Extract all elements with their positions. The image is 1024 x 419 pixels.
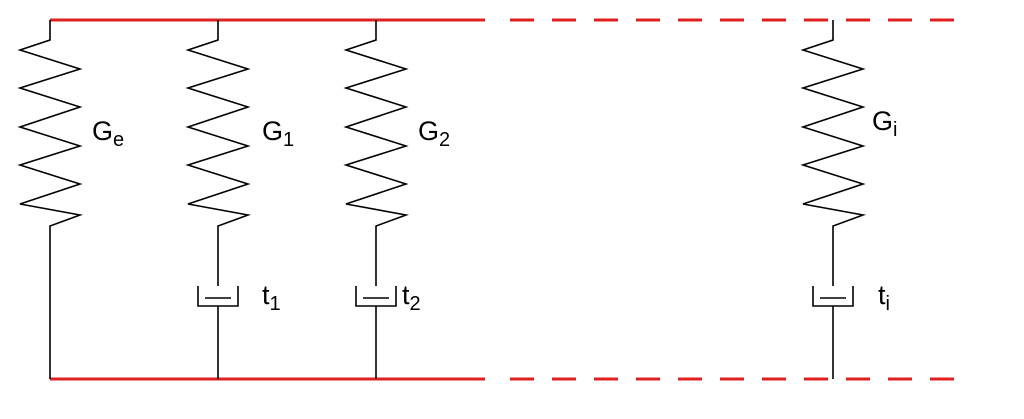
dashpot-label-2: t2 [402, 280, 421, 315]
dashpot-i-cylinder [812, 286, 854, 307]
spring-1 [185, 20, 252, 286]
branch-e: Ge [17, 20, 124, 379]
spring-2 [343, 20, 410, 286]
spring-i [800, 20, 867, 286]
spring-label-2: G2 [418, 116, 450, 151]
spring-e [17, 20, 84, 379]
branch-2: G2 t2 [343, 20, 450, 379]
dashpot-1-cylinder [197, 286, 239, 307]
spring-label-e: Ge [92, 116, 124, 151]
branch-1: G1 t1 [185, 20, 294, 379]
dashpot-2-cylinder [355, 286, 397, 307]
dashpot-label-i: ti [878, 280, 890, 315]
branch-i: Gi ti [800, 20, 897, 379]
dashpot-label-1: t1 [262, 280, 281, 315]
spring-label-i: Gi [872, 106, 897, 141]
spring-label-1: G1 [262, 116, 294, 151]
